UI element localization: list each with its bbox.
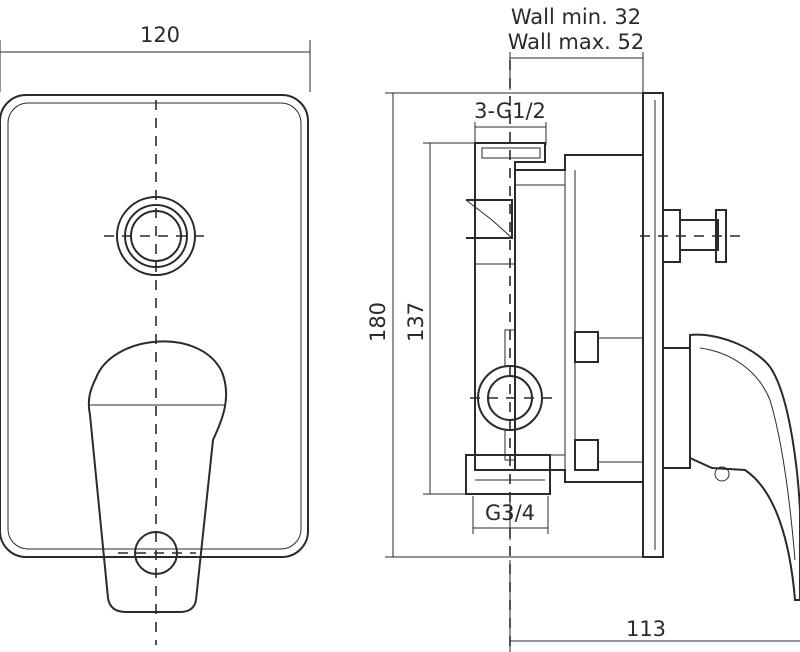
side-lever <box>662 333 800 601</box>
side-view: Wall min. 32 Wall max. 52 3-G1/2 180 137 <box>366 5 800 652</box>
diverter-stem <box>662 209 727 263</box>
dimension-height-body: 137 <box>404 142 478 495</box>
dimension-width-front: 120 <box>0 23 311 92</box>
cover-plate-inner <box>7 102 302 550</box>
wall-max-label: Wall max. 52 <box>508 30 644 54</box>
dimension-height-total: 180 <box>366 92 655 558</box>
dimension-label-120: 120 <box>140 23 180 47</box>
dimension-depth: 113 <box>509 560 800 652</box>
dimension-label-180: 180 <box>366 302 390 342</box>
lever-handle <box>87 340 228 613</box>
valve-body <box>465 142 644 540</box>
dimension-wall: Wall min. 32 Wall max. 52 <box>508 5 644 92</box>
dimension-label-137: 137 <box>404 302 428 342</box>
wall-min-label: Wall min. 32 <box>511 5 641 29</box>
cover-plate <box>0 94 309 558</box>
front-view: 120 <box>0 23 311 645</box>
dimension-label-113: 113 <box>626 617 666 641</box>
wall-plate <box>642 92 664 558</box>
